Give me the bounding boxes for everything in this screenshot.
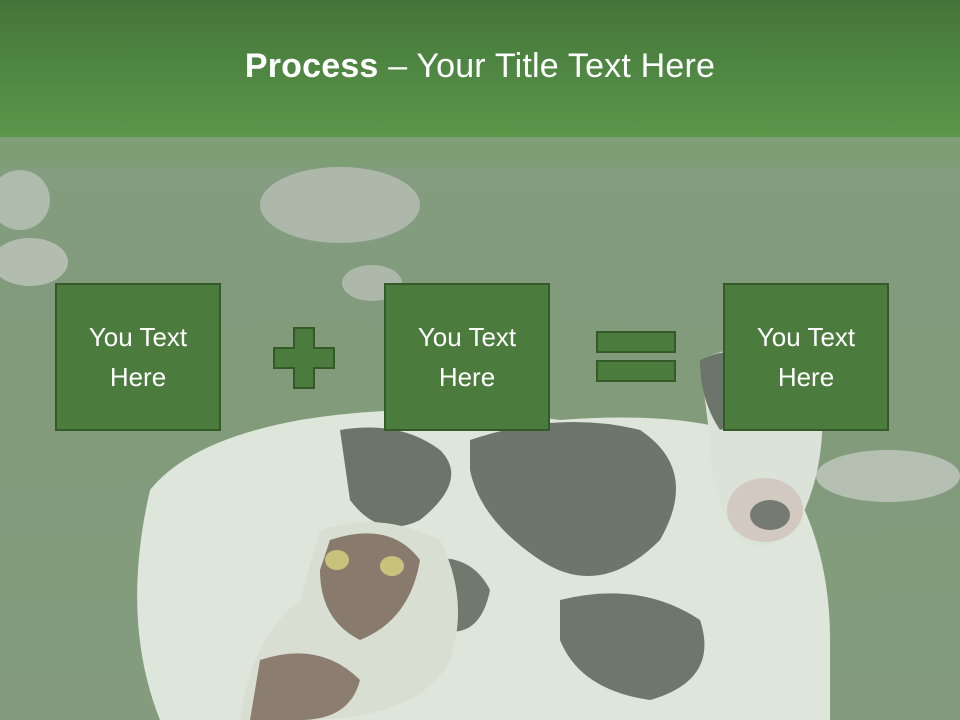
slide-title: Process – Your Title Text Here bbox=[245, 47, 715, 86]
title-bar: Process – Your Title Text Here bbox=[0, 0, 960, 137]
process-box-2: You Text Here bbox=[384, 283, 550, 431]
title-rest: – Your Title Text Here bbox=[378, 47, 716, 85]
title-band bbox=[0, 137, 960, 167]
process-box-3-label: You Text Here bbox=[756, 322, 856, 392]
plus-icon bbox=[273, 327, 335, 389]
process-box-2-label: You Text Here bbox=[417, 322, 517, 392]
process-box-1-label: You Text Here bbox=[88, 322, 188, 392]
title-bold: Process bbox=[244, 47, 379, 85]
process-box-1: You Text Here bbox=[55, 283, 221, 431]
equals-icon bbox=[596, 331, 676, 382]
process-box-3: You Text Here bbox=[723, 283, 889, 431]
